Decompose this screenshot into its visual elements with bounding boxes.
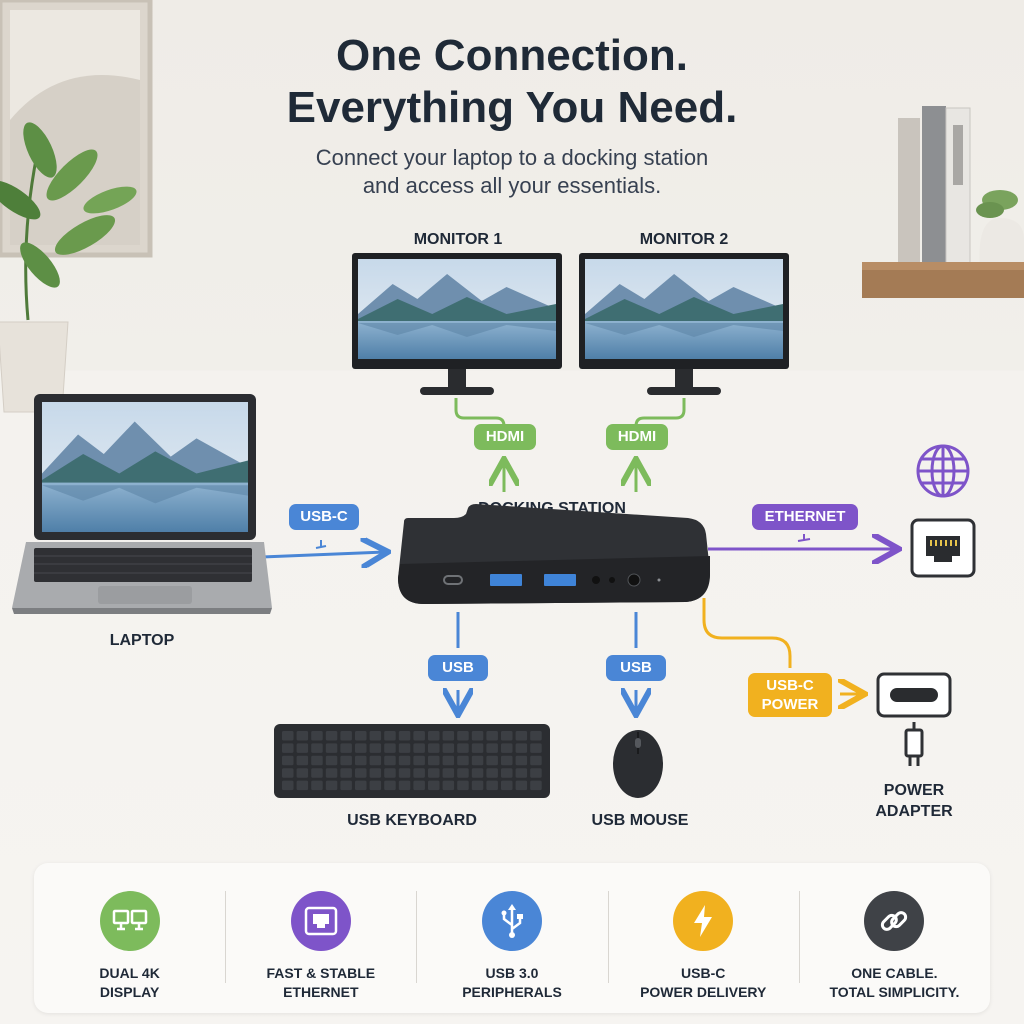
monitor-2 [579,253,789,395]
laptop-keyboard [34,548,252,582]
monitor-2-label: MONITOR 2 [639,231,729,248]
mouse-label: USB MOUSE [591,812,689,829]
subtitle-line-2: and access all your essentials. [362,173,662,198]
usb-tag-keyboard: USB [428,655,488,681]
docking-station [398,504,710,604]
usb-tag-mouse: USB [606,655,666,681]
usb-keyboard [274,724,550,798]
usbc-power-tag: USB-C POWER [748,673,832,717]
usb-icon [482,891,542,951]
ethernet-tag: ETHERNET [752,504,858,530]
usbc-power-tag-line-2: POWER [761,696,819,713]
hdmi-cable-1 [454,398,506,427]
globe-icon [916,444,970,498]
feature-dual-display: DUAL 4K DISPLAY [34,863,225,1013]
monitor-1-label: MONITOR 1 [413,231,503,248]
power-adapter-label-line-1: POWER [883,782,945,799]
laptop [12,394,272,614]
usbc-tag: USB-C [289,504,359,530]
power-adapter-label-line-2: ADAPTER [875,803,953,820]
feature-label: DUAL 4K DISPLAY [99,965,160,1000]
title-line-2: Everything You Need. [286,83,738,132]
hdmi-tag-2: HDMI [606,424,668,450]
features-bar: DUAL 4K DISPLAY FAST & STABLE ETHERNET U… [34,863,990,1013]
usbc-cable [261,552,385,557]
monitor-1 [352,253,562,395]
feature-label: ONE CABLE. TOTAL SIMPLICITY. [829,965,960,1000]
usb-port-1 [490,574,522,586]
link-icon [864,891,925,951]
title-line-1: One Connection. [336,31,688,80]
ethernet-port-icon [290,891,351,951]
lightning-icon [673,891,734,951]
shelf [862,106,1024,298]
hdmi-tag-1: HDMI [474,424,536,450]
power-cable [702,598,792,668]
keyboard-label: USB KEYBOARD [347,812,477,829]
feature-one-cable: ONE CABLE. TOTAL SIMPLICITY. [798,863,990,1013]
feature-label: FAST & STABLE ETHERNET [266,965,376,1000]
feature-power: USB-C POWER DELIVERY [607,863,799,1013]
usb-mouse [613,730,663,798]
ethernet-port-icon [910,518,976,578]
feature-usb: USB 3.0 PERIPHERALS [416,863,607,1013]
plant [0,122,137,413]
power-adapter-label: POWER ADAPTER [854,780,974,822]
laptop-label: LAPTOP [109,632,175,649]
usbc-power-tag-line-1: USB-C [766,677,814,694]
feature-ethernet: FAST & STABLE ETHERNET [225,863,416,1013]
usbc-port-icon [876,672,952,718]
subtitle-line-1: Connect your laptop to a docking station [315,145,709,170]
feature-label: USB-C POWER DELIVERY [640,965,767,1000]
power-plug-icon [904,722,924,766]
hdmi-cable-2 [634,398,686,427]
dual-monitor-icon [99,891,160,951]
feature-label: USB 3.0 PERIPHERALS [462,965,562,1000]
